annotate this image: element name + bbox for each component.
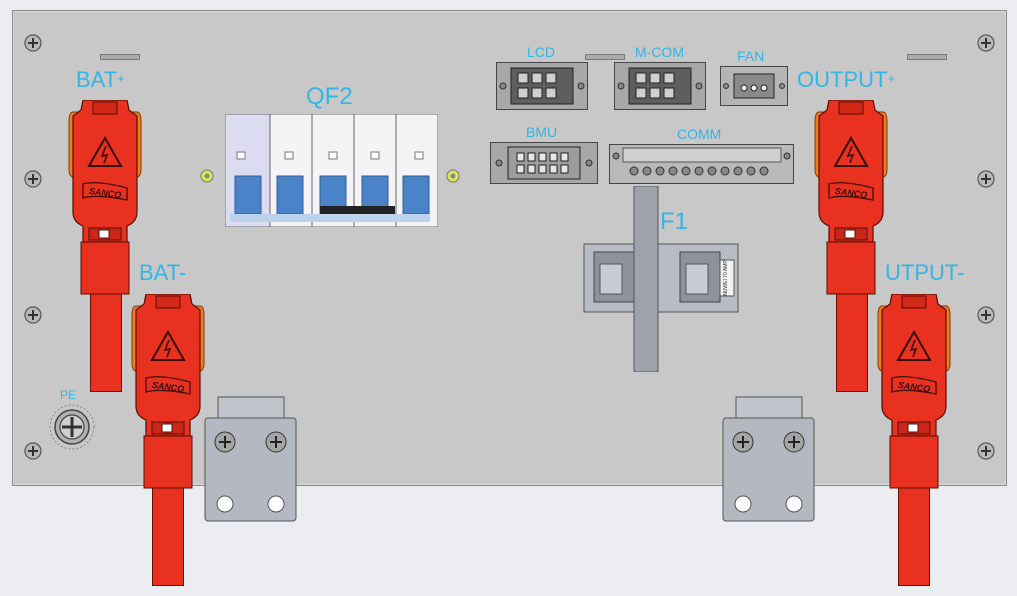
bat-positive-cable [90,290,122,392]
output-negative-connector[interactable] [876,294,952,490]
comm-terminal-block[interactable] [609,144,794,184]
qf2-circuit-breaker[interactable] [225,114,438,227]
panel-screw-icon [24,34,42,52]
panel-slot [585,54,625,60]
mcom-label: M-COM [635,44,684,60]
bat-positive-connector[interactable] [67,100,143,296]
panel-screw-icon [24,306,42,324]
bat-negative-cable [152,480,184,586]
panel-screw-icon [977,34,995,52]
panel-screw-icon [24,442,42,460]
bmu-label: BMU [526,124,558,140]
output-negative-label: UTPUT- [885,260,965,285]
f1-label: F1 [660,208,689,235]
fan-label: FAN [737,48,765,64]
output-negative-cable [898,480,930,586]
f1-fuse-holder[interactable]: NUWEI 70 AMP [582,186,742,372]
comm-label: COMM [677,126,722,142]
mounting-bracket-left [204,396,297,522]
output-positive-cable [836,290,868,392]
fuse-rating-text: NUWEI 70 AMP [723,260,729,296]
panel-screw-icon [977,442,995,460]
qf2-label: QF2 [306,83,353,110]
lcd-label: LCD [527,44,556,60]
breaker-mount-screw-icon [200,169,214,183]
bat-negative-connector[interactable] [130,294,206,490]
output-positive-label: OUTPUT+ [797,67,896,92]
panel-slot [100,54,140,60]
pe-label: PE [60,388,77,402]
panel-screw-icon [977,306,995,324]
panel-slot [907,54,947,60]
lcd-connector[interactable] [496,62,588,110]
bat-negative-label: BAT- [139,260,187,285]
bat-positive-label: BAT+ [76,67,125,92]
output-positive-connector[interactable] [813,100,889,296]
fan-connector[interactable] [720,66,788,106]
bmu-connector[interactable] [490,142,598,184]
breaker-mount-screw-icon [446,169,460,183]
panel-screw-icon [977,170,995,188]
panel-screw-icon [24,170,42,188]
mcom-connector[interactable] [614,62,706,110]
mounting-bracket-right [722,396,815,522]
ground-terminal-icon [49,404,95,450]
